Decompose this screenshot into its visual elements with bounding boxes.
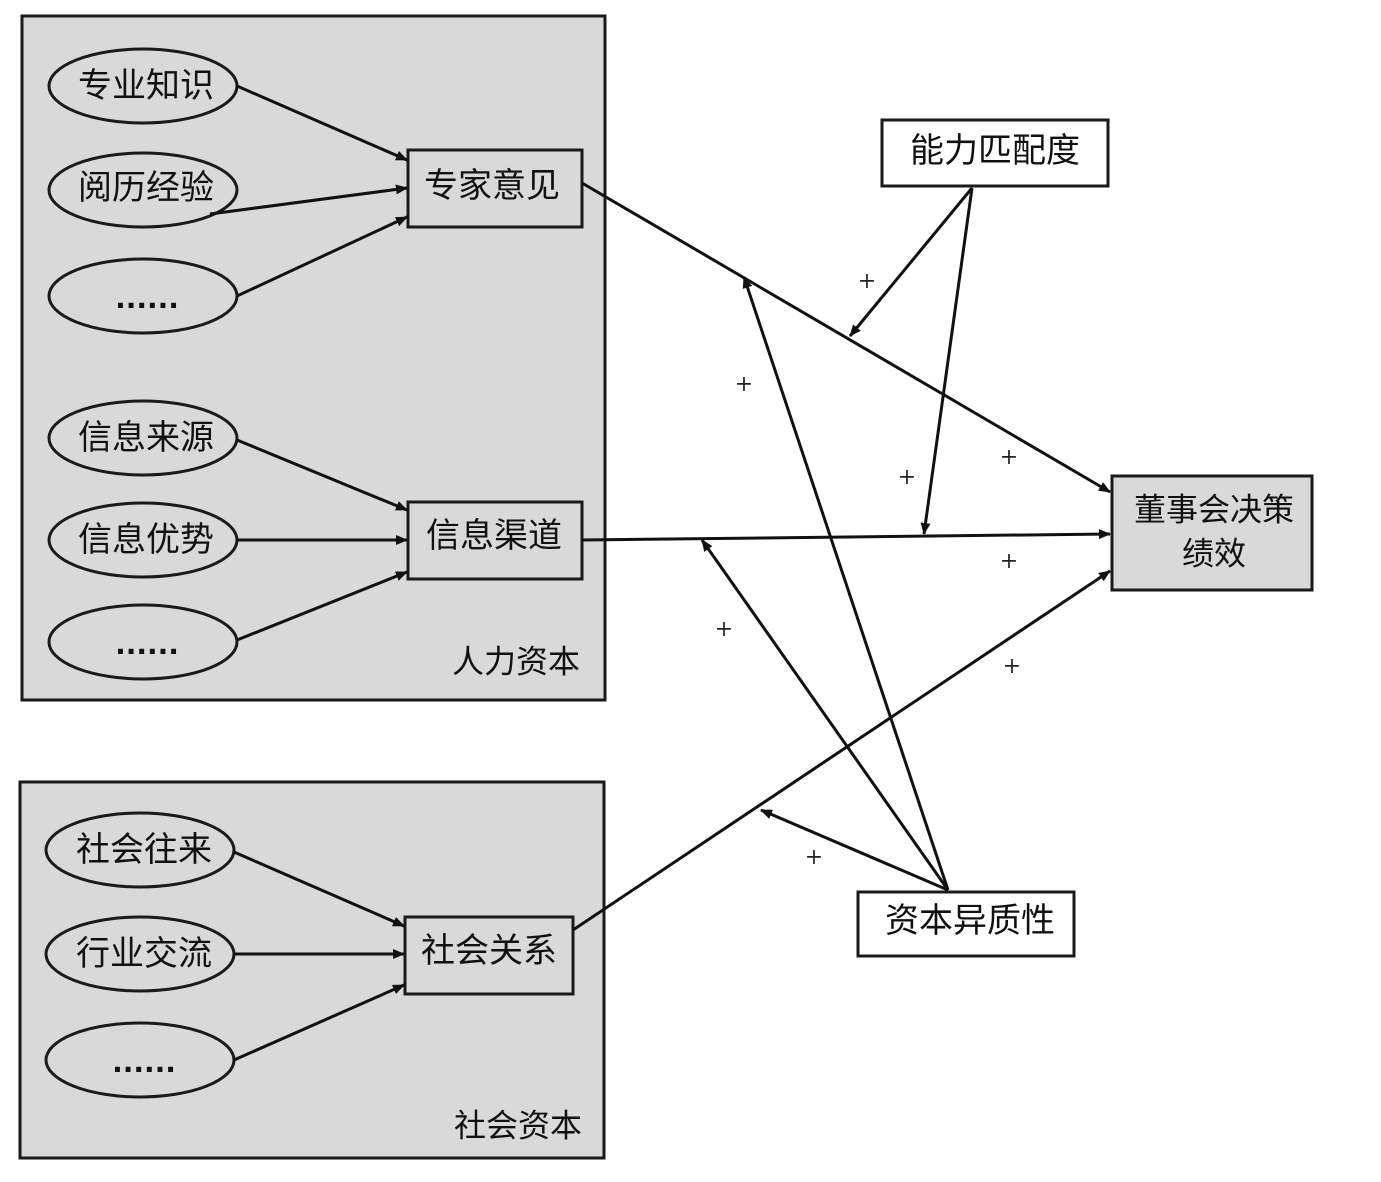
plus-sign: + — [898, 465, 916, 490]
oval-info-source-label: 信息来源 — [78, 418, 214, 458]
arrow-info-more-to-info — [236, 570, 408, 642]
board-decision-performance-label-line1: 董事会决策 — [1134, 491, 1294, 529]
arrow-ability-to-expert-path — [848, 187, 974, 337]
capital-heterogeneity-node — [856, 890, 1076, 958]
arrow-experience-to-expert — [209, 184, 408, 216]
info-channel-label: 信息渠道 — [426, 516, 562, 556]
social-relation-node — [403, 915, 575, 996]
plus-sign: + — [735, 372, 753, 397]
social-capital-title: 社会资本 — [454, 1107, 582, 1145]
social-relation-label: 社会关系 — [421, 931, 557, 971]
oval-social-interaction-label: 社会往来 — [76, 830, 212, 870]
plus-sign: + — [1000, 445, 1018, 470]
ability-match-label: 能力匹配度 — [910, 131, 1080, 171]
human-capital-title: 人力资本 — [452, 643, 580, 681]
board-decision-performance-node — [1110, 474, 1314, 592]
arrow-source-to-info — [236, 438, 408, 512]
plus-sign: + — [805, 845, 823, 870]
oval-info-advantage-label: 信息优势 — [78, 520, 214, 560]
oval-industry-exchange-label: 行业交流 — [76, 934, 212, 974]
arrow-knowledge-to-expert — [236, 84, 408, 162]
oval-social-more-label: ...... — [112, 1046, 176, 1079]
arrow-social-more-to-social — [233, 983, 405, 1062]
expert-opinion-node — [406, 148, 584, 229]
info-channel-node — [406, 500, 584, 581]
arrow-expert-more-to-expert — [236, 215, 408, 298]
arrow-heterogeneity-to-social-path — [760, 808, 949, 892]
arrow-info-to-performance — [581, 529, 1111, 542]
arrow-expert-to-performance — [581, 181, 1111, 494]
plus-sign: + — [1000, 549, 1018, 574]
oval-social-interaction — [44, 811, 236, 889]
oval-experience — [47, 151, 239, 229]
oval-experience-label: 阅历经验 — [78, 168, 214, 208]
oval-info-more-label: ...... — [115, 628, 179, 661]
oval-info-source — [47, 399, 239, 477]
board-decision-performance-label-line2: 绩效 — [1182, 535, 1246, 573]
capital-heterogeneity-label: 资本异质性 — [885, 901, 1055, 941]
oval-professional-knowledge-label: 专业知识 — [78, 66, 214, 106]
arrow-heterogeneity-to-expert-path — [742, 276, 950, 891]
plus-sign: + — [715, 617, 733, 642]
arrow-interaction-to-social — [233, 850, 405, 928]
expert-opinion-label: 专家意见 — [424, 166, 560, 206]
arrow-heterogeneity-to-info-path — [700, 539, 950, 891]
oval-expert-more-label: ...... — [115, 282, 179, 315]
oval-info-more — [47, 603, 239, 681]
plus-sign: + — [1003, 654, 1021, 679]
arrow-social-to-performance — [572, 569, 1111, 932]
human-capital-group — [20, 14, 607, 702]
arrow-ability-to-info-path — [920, 187, 974, 535]
plus-sign: + — [858, 269, 876, 294]
ability-match-node — [880, 118, 1110, 188]
